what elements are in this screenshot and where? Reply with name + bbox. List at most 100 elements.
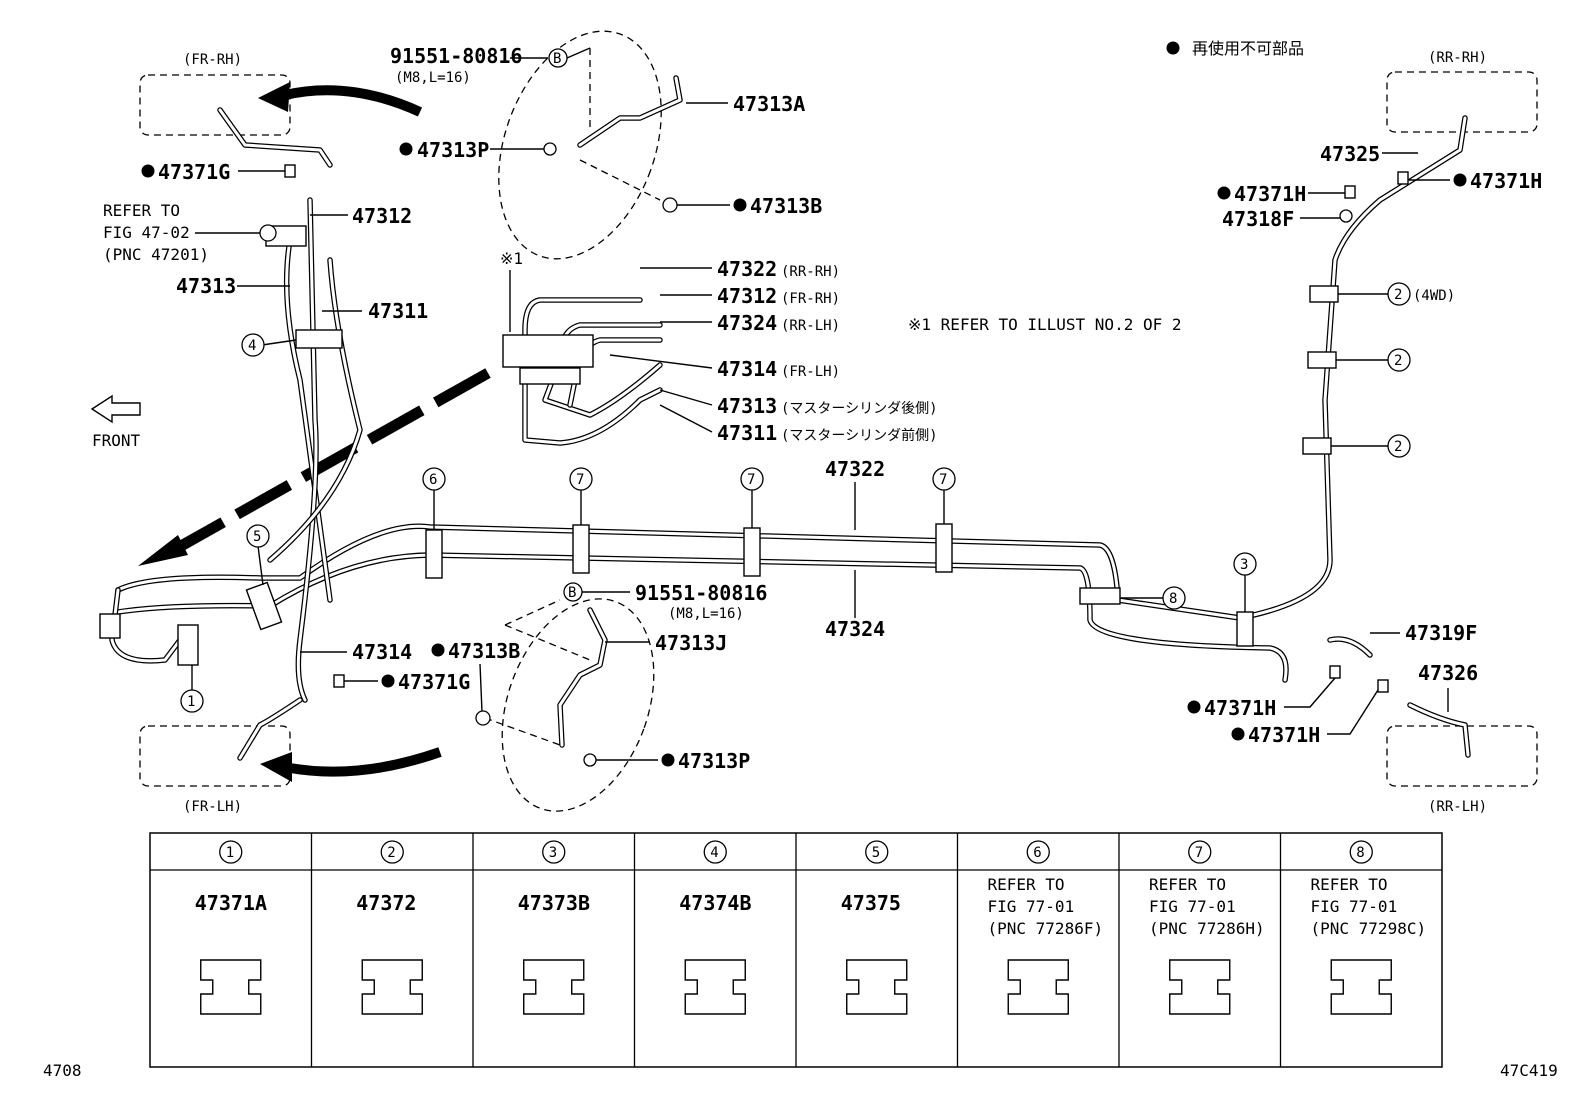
table-header-circle-2 xyxy=(380,840,404,864)
front-label: FRONT xyxy=(92,431,141,450)
label-47313P-top: 47313P xyxy=(417,138,489,162)
callout-2-b: 2 xyxy=(1394,353,1402,369)
label-91551-top: 91551-80816 xyxy=(390,44,522,68)
label-47371G-bot: 47371G xyxy=(398,670,470,694)
table-cell-6-line-3: (PNC 77286F) xyxy=(988,919,1104,938)
callout-2-c: 2 xyxy=(1394,439,1402,455)
table-header-circle-6 xyxy=(1026,840,1050,864)
table-cell-5-line-1: 47375 xyxy=(841,891,901,915)
fr-rh-hose-detail xyxy=(498,30,662,260)
legend: 再使用不可部品 xyxy=(1166,39,1304,58)
clip-sketch-2 xyxy=(361,959,423,1015)
clips xyxy=(177,225,1339,666)
diagram-callouts: 4 5 1 6 7 7 7 8 3 2 2 2 xyxy=(180,282,1411,713)
table-header-circle-4 xyxy=(703,840,727,864)
label-91551-bot-sub: (M8,L=16) xyxy=(668,606,744,622)
callout-b-bot-text: B xyxy=(568,585,576,601)
label-d47312-sub: (FR-RH) xyxy=(781,291,840,307)
table-cell-8-line-2: FIG 77-01 xyxy=(1311,897,1398,916)
arrow-head-fr-lh xyxy=(260,752,292,782)
label-47319F: 47319F xyxy=(1405,621,1477,645)
label-d47324-sub: (RR-LH) xyxy=(781,318,840,334)
legend-text: 再使用不可部品 xyxy=(1192,39,1304,58)
table-cell-3-line-1: 47373B xyxy=(518,891,590,915)
callout-b-top-text: B xyxy=(553,51,561,67)
label-47326: 47326 xyxy=(1418,661,1478,685)
label-47371H-a: 47371H xyxy=(1234,182,1306,206)
table-header-2: 2 xyxy=(387,845,395,861)
table-header-circle-7 xyxy=(1188,840,1212,864)
detail-arrow xyxy=(162,368,491,560)
label-47314: 47314 xyxy=(352,640,412,664)
label-4wd: (4WD) xyxy=(1413,288,1455,304)
fr-lh-region: (FR-LH) xyxy=(139,725,291,815)
label-47313B-bot: 47313B xyxy=(448,639,520,663)
doc-id-right: 47C419 xyxy=(1500,1061,1558,1080)
table-cell-4-line-1: 47374B xyxy=(679,891,751,915)
fr-rh-region: (FR-RH) xyxy=(139,52,291,136)
label-47313B-top: 47313B xyxy=(750,194,822,218)
table-header-1: 1 xyxy=(226,845,234,861)
table-cell-1-line-1: 47371A xyxy=(195,891,267,915)
table-cell-8-line-3: (PNC 77298C) xyxy=(1311,919,1427,938)
table-header-3: 3 xyxy=(549,845,557,861)
table-cell-6-line-2: FIG 77-01 xyxy=(988,897,1075,916)
label-91551-top-sub: (M8,L=16) xyxy=(395,70,471,86)
label-d47322-sub: (RR-RH) xyxy=(781,264,840,280)
front-arrow-icon xyxy=(90,394,141,424)
clip-sketch-6 xyxy=(1007,959,1069,1015)
clip-sketch-8 xyxy=(1330,959,1392,1015)
doc-id-left: 4708 xyxy=(43,1061,82,1080)
clip-sketch-1 xyxy=(200,959,262,1015)
rr-lh-region: (RR-LH) xyxy=(1386,725,1538,815)
refer-line-2: FIG 47-02 xyxy=(103,223,190,242)
label-91551-bot: 91551-80816 xyxy=(635,581,767,605)
label-47313P-bot: 47313P xyxy=(678,749,750,773)
rr-lh-label: (RR-LH) xyxy=(1428,799,1487,815)
arrow-to-fr-rh xyxy=(283,85,423,117)
fr-lh-label: (FR-LH) xyxy=(183,799,242,815)
callout-4: 4 xyxy=(248,338,256,354)
label-47371H-d: 47371H xyxy=(1248,723,1320,747)
callout-5: 5 xyxy=(253,529,261,545)
arrow-to-fr-lh xyxy=(289,747,442,777)
callout-7-c: 7 xyxy=(939,472,947,488)
callout-6-a: 6 xyxy=(429,472,437,488)
label-47371H-b: 47371H xyxy=(1470,169,1542,193)
table-cell-2-line-1: 47372 xyxy=(356,891,416,915)
fr-lh-hose-detail xyxy=(501,598,655,812)
table-header-6: 6 xyxy=(1033,845,1041,861)
label-47313A: 47313A xyxy=(733,92,805,116)
clip-sketch-5 xyxy=(846,959,908,1015)
label-47325: 47325 xyxy=(1320,142,1380,166)
fr-rh-label: (FR-RH) xyxy=(183,52,242,68)
table-cell-7-line-3: (PNC 77286H) xyxy=(1149,919,1265,938)
rr-rh-label: (RR-RH) xyxy=(1428,50,1487,66)
label-d47324: 47324 xyxy=(717,311,777,335)
table-cell-8-line-1: REFER TO xyxy=(1311,875,1388,894)
table-header-7: 7 xyxy=(1195,845,1203,861)
arrow-head-fr-rh xyxy=(258,82,290,112)
table-header-5: 5 xyxy=(872,845,880,861)
label-47371G-top: 47371G xyxy=(158,160,230,184)
callout-1: 1 xyxy=(187,694,195,710)
detail-arrow-head xyxy=(138,535,188,566)
label-47324: 47324 xyxy=(825,617,885,641)
label-d47311-sub: (マスターシリンダ前側) xyxy=(781,427,938,444)
label-47312: 47312 xyxy=(352,204,412,228)
table-cell-7-line-1: REFER TO xyxy=(1149,875,1226,894)
table-header-circle-5 xyxy=(865,840,889,864)
callout-7-b: 7 xyxy=(747,472,755,488)
label-47318F: 47318F xyxy=(1222,207,1294,231)
table-header-circle-1 xyxy=(219,840,243,864)
front-indicator: FRONT xyxy=(90,394,141,450)
label-d47313-sub: (マスターシリンダ後側) xyxy=(781,401,938,417)
proportioning-valve-icon xyxy=(259,224,277,242)
label-47322: 47322 xyxy=(825,457,885,481)
callout-7-a: 7 xyxy=(576,472,584,488)
detail-mark: ※1 xyxy=(500,249,523,268)
label-d47314: 47314 xyxy=(717,357,777,381)
table-header-8: 8 xyxy=(1356,845,1364,861)
table-header-circle-3 xyxy=(542,840,566,864)
